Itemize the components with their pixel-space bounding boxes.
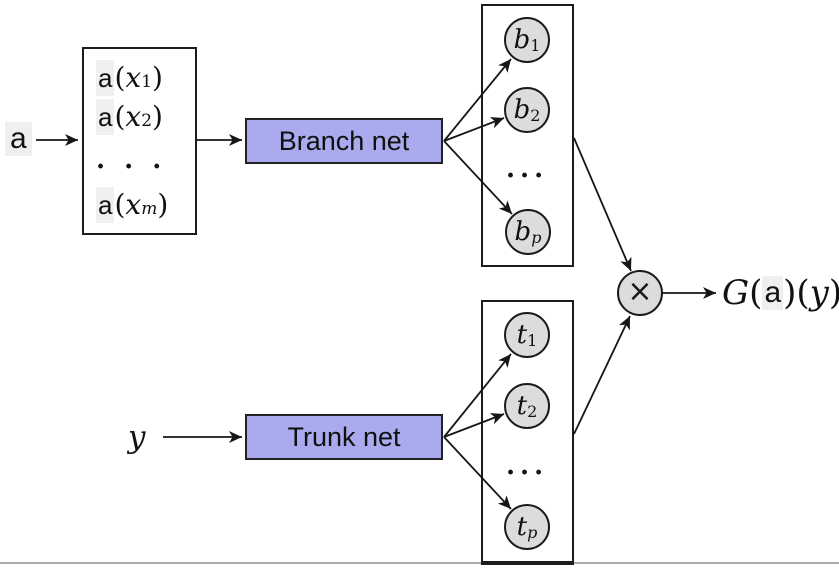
trunk-net-box: Trunk net bbox=[245, 414, 443, 460]
paren: ) bbox=[152, 61, 163, 94]
paren: ) bbox=[157, 188, 169, 221]
bottom-window-edge bbox=[0, 562, 839, 564]
subscript: 1 bbox=[530, 36, 541, 55]
var-t: t bbox=[516, 391, 528, 421]
paren: ( bbox=[749, 273, 763, 313]
var-x: x bbox=[125, 188, 142, 221]
var-y: y bbox=[809, 273, 829, 313]
arrow-branchbox-to-multiply bbox=[573, 137, 632, 272]
subscript: p bbox=[527, 523, 538, 542]
subscript: 2 bbox=[530, 106, 541, 125]
arrow-trunkbox-to-multiply bbox=[573, 315, 631, 435]
var-t: t bbox=[516, 512, 528, 542]
branch-net-box: Branch net bbox=[245, 118, 443, 164]
func-a: a bbox=[96, 187, 115, 223]
subscript: 2 bbox=[141, 111, 153, 131]
var-t: t bbox=[516, 320, 528, 350]
times-icon: × bbox=[627, 274, 653, 309]
var-b: b bbox=[513, 95, 531, 125]
output-label: G(a)(y) bbox=[722, 270, 839, 316]
paren: ) bbox=[829, 273, 839, 313]
func-a: a bbox=[96, 99, 115, 135]
paren: ( bbox=[114, 61, 126, 94]
paren: ( bbox=[796, 273, 810, 313]
multiply-node: × bbox=[617, 270, 663, 316]
subscript: m bbox=[141, 199, 158, 219]
trunk-dots: ... bbox=[506, 451, 549, 481]
operator-G: G bbox=[722, 273, 750, 313]
var-b: b bbox=[514, 217, 532, 247]
subscript: 1 bbox=[141, 72, 153, 92]
subscript: p bbox=[531, 228, 542, 247]
input-function-label: a bbox=[5, 122, 32, 156]
paren: ) bbox=[783, 273, 797, 313]
func-a: a bbox=[96, 60, 115, 96]
trunk-net-label: Trunk net bbox=[287, 421, 401, 452]
sensor-dots: . . . bbox=[96, 145, 167, 175]
paren: ( bbox=[114, 100, 126, 133]
var-b: b bbox=[513, 25, 531, 55]
var-x: x bbox=[125, 100, 142, 133]
branch-net-label: Branch net bbox=[278, 125, 410, 156]
paren: ) bbox=[152, 100, 163, 133]
subscript: 2 bbox=[527, 402, 538, 421]
paren: ( bbox=[114, 188, 126, 221]
query-point-label: y bbox=[128, 419, 146, 455]
func-a: a bbox=[762, 276, 784, 310]
branch-dots: ... bbox=[506, 154, 549, 184]
var-x: x bbox=[125, 61, 142, 94]
subscript: 1 bbox=[527, 331, 538, 350]
